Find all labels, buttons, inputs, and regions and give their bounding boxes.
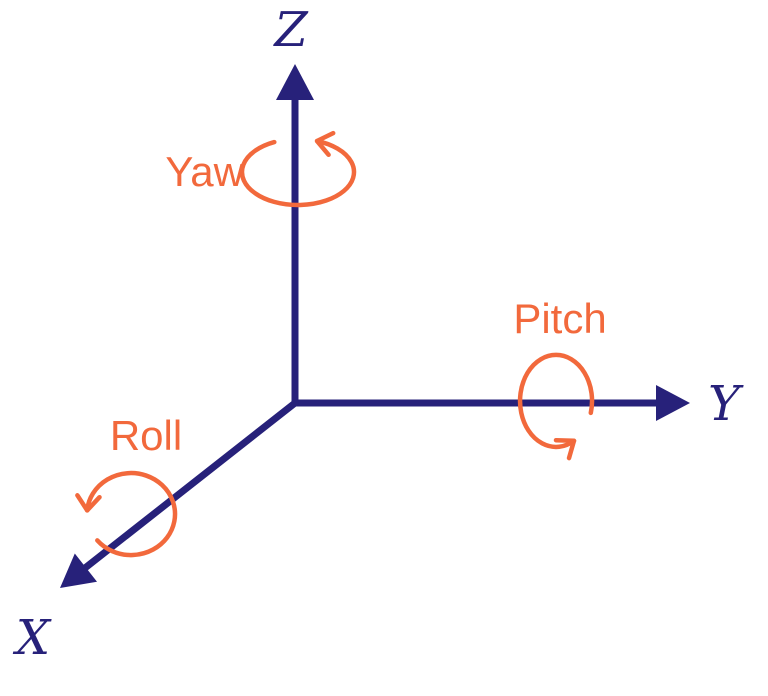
rotation-labels: Yaw Pitch Roll [110,148,607,459]
pitch-label: Pitch [513,295,606,342]
x-axis-label: X [12,610,52,666]
x-axis-line [81,399,299,572]
axis-labels: Z Y X [12,2,744,666]
rotation-arrows [75,130,595,558]
yaw-rotation-arc [239,138,357,208]
yaw-rotation-arrowhead [314,130,336,158]
yaw-label: Yaw [165,148,244,195]
pitch-rotation-arc [517,352,595,450]
z-axis-label: Z [272,2,309,58]
roll-rotation-arrowhead [75,493,102,513]
pitch-rotation-arrowhead [553,437,577,461]
x-axis-arrowhead [60,553,97,588]
y-axis-label: Y [708,376,744,432]
y-axis-arrowhead [656,385,690,421]
roll-rotation-arc [84,470,178,558]
roll-label: Roll [110,412,182,459]
axis-arrowheads [60,64,690,588]
z-axis-arrowhead [276,64,314,100]
axis-lines [81,90,668,572]
